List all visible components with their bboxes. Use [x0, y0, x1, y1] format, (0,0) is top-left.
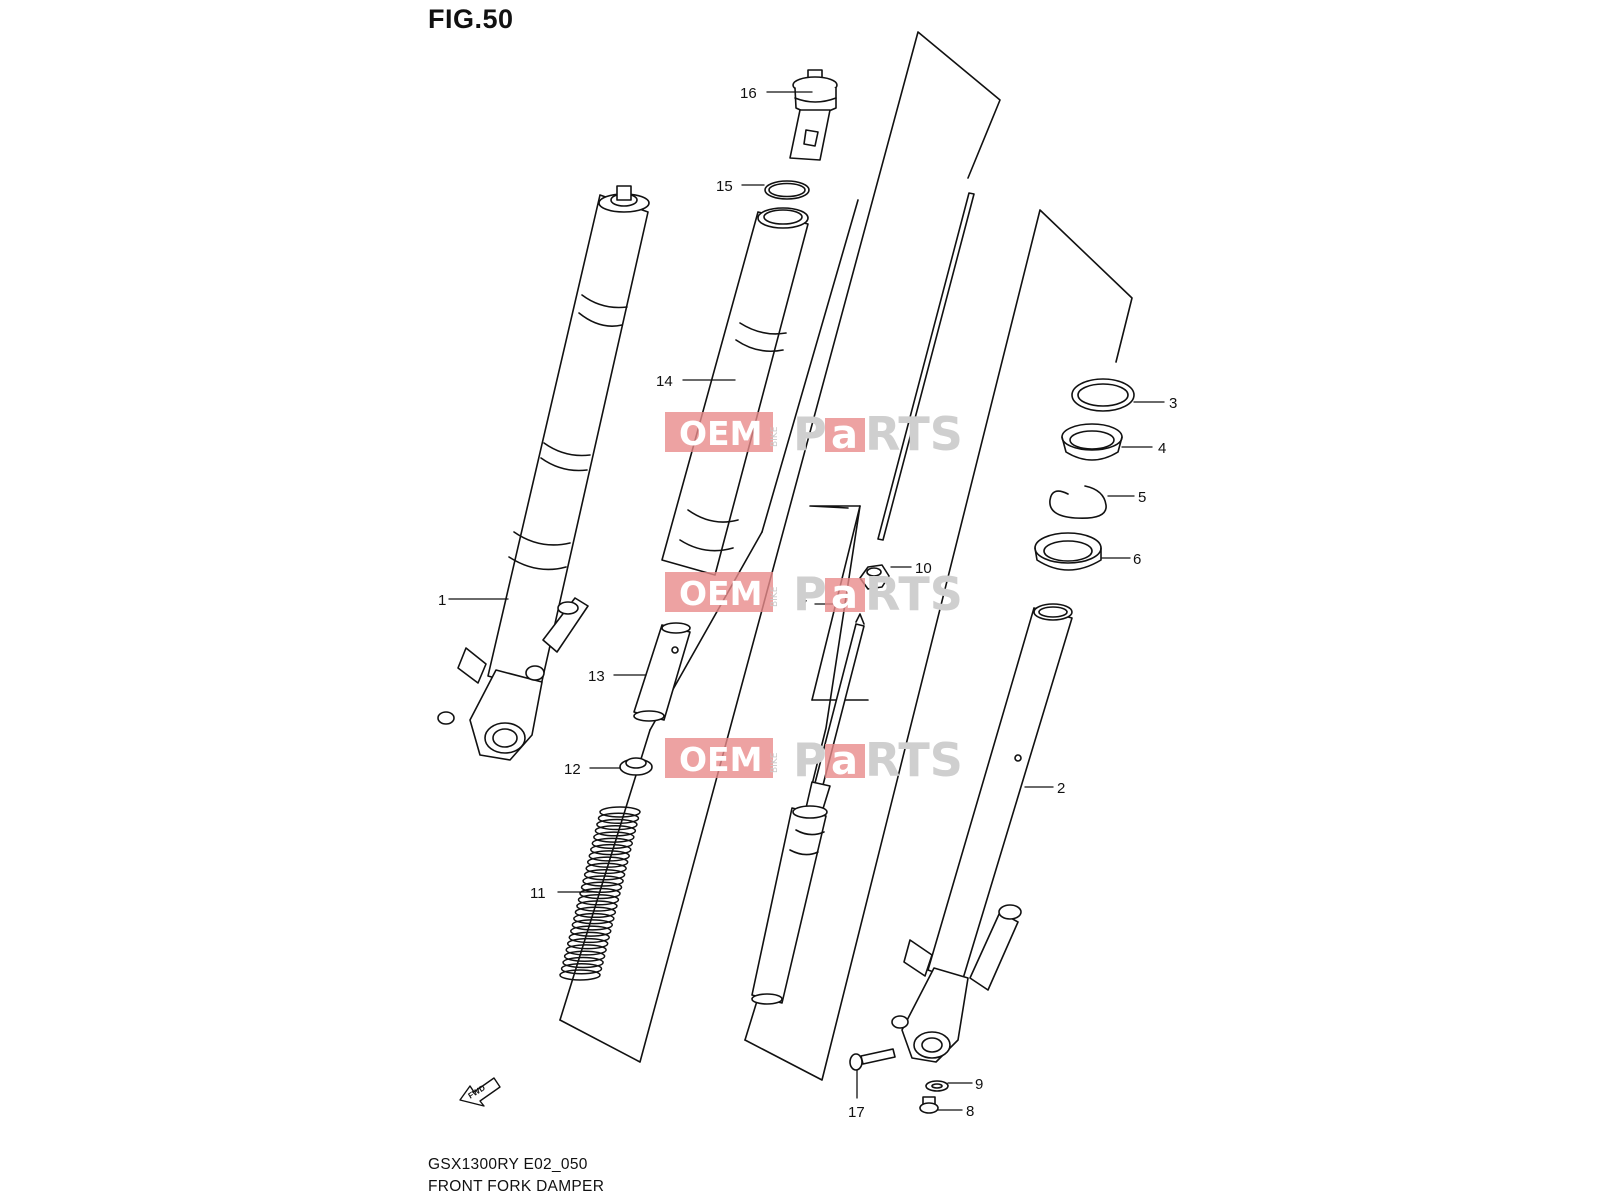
figure-caption: FRONT FORK DAMPER	[428, 1178, 605, 1195]
watermark-badge	[665, 738, 773, 778]
watermark: OEM BIKE P a RTS	[665, 733, 963, 787]
callout-5: 5	[1138, 489, 1146, 506]
part-16-cap-bolt	[789, 69, 838, 161]
callout-numbers: 16 15 14 1 13 12 11 7 10 3 4 5 6 2 17 9 …	[438, 85, 1177, 1121]
part-2-inner-tube	[891, 603, 1073, 1063]
part-4-dust-seal	[1061, 423, 1123, 461]
callout-14: 14	[656, 373, 673, 390]
spring-coil	[596, 818, 638, 831]
part-8-drain-bolt	[919, 1096, 939, 1114]
callout-16: 16	[740, 85, 757, 102]
watermark-a-badge	[825, 744, 865, 778]
watermark-p: P	[793, 733, 827, 787]
spring-coil	[579, 887, 621, 900]
part-14-outer-tube	[661, 207, 809, 576]
model-code: GSX1300RY E02_050	[428, 1156, 588, 1173]
watermark-p: P	[793, 407, 827, 461]
part-1-fork-leg-assembly	[437, 185, 650, 761]
figure-title: FIG.50	[428, 4, 514, 34]
spring-coil	[593, 831, 635, 843]
spring-coil	[590, 843, 632, 856]
callout-15: 15	[716, 178, 733, 195]
spring-coil	[597, 812, 640, 825]
watermark-oem: OEM	[679, 740, 762, 779]
spring-coil	[562, 956, 604, 969]
watermark-bike: BIKE	[770, 752, 780, 773]
spring-coil	[585, 862, 627, 875]
part-9-gasket	[925, 1080, 949, 1092]
watermark-a: a	[831, 572, 858, 618]
callout-1: 1	[438, 592, 446, 609]
spring-coil	[586, 856, 629, 868]
watermark-badge	[665, 412, 773, 452]
spring-coil	[583, 868, 626, 881]
watermark-oem: OEM	[679, 414, 762, 453]
spring-coil	[560, 962, 603, 975]
spring-coil	[574, 906, 617, 919]
spring-coil	[582, 875, 624, 887]
spring-coil	[571, 919, 614, 931]
part-5-stopper-ring	[1049, 485, 1107, 520]
spring-coil	[566, 937, 609, 950]
callout-3: 3	[1169, 395, 1177, 412]
watermark-p: P	[793, 567, 827, 621]
callout-6: 6	[1133, 551, 1141, 568]
watermark: OEM BIKE P a RTS	[665, 567, 963, 621]
callout-8: 8	[966, 1103, 974, 1120]
watermark-rts: RTS	[865, 567, 963, 621]
watermark-bike: BIKE	[770, 586, 780, 607]
callout-12: 12	[564, 761, 581, 778]
watermark-a-badge	[825, 578, 865, 612]
watermark-rts: RTS	[865, 407, 963, 461]
watermark: OEM BIKE P a RTS	[665, 407, 963, 461]
part-10-nut	[859, 564, 890, 590]
watermark-bike: BIKE	[770, 426, 780, 447]
callout-17: 17	[848, 1104, 865, 1121]
part-12-spring-seat	[619, 757, 653, 776]
watermark-a-badge	[825, 418, 865, 452]
spring-coil	[563, 950, 606, 962]
spring-coil	[591, 837, 634, 850]
spring-coil	[568, 931, 610, 944]
watermark-oem: OEM	[679, 574, 762, 613]
callout-2: 2	[1057, 780, 1065, 797]
watermark-rts: RTS	[865, 733, 963, 787]
spring-coil	[573, 912, 615, 925]
part-17-bolt	[849, 1048, 896, 1071]
spring-coil	[576, 900, 618, 912]
callout-13: 13	[588, 668, 605, 685]
spring-coil	[559, 969, 601, 981]
part-13-spacer	[633, 622, 691, 722]
spring-coil	[577, 894, 620, 906]
callout-9: 9	[975, 1076, 983, 1093]
callout-10: 10	[915, 560, 932, 577]
part-6-oil-seal	[1034, 532, 1102, 571]
spring-coil	[565, 944, 607, 956]
part-11-spring	[559, 806, 641, 981]
spring-coil	[588, 850, 630, 862]
watermark-a: a	[831, 412, 858, 458]
callout-11: 11	[530, 885, 546, 902]
spring-coil	[594, 825, 637, 837]
part-7-damper-rod	[751, 192, 975, 1005]
callout-4: 4	[1158, 440, 1166, 457]
forward-direction-arrow: FWD	[459, 1077, 501, 1107]
callout-7: 7	[799, 597, 807, 614]
watermark-badge	[665, 572, 773, 612]
spring-coil	[599, 806, 641, 818]
spring-coil	[580, 881, 623, 893]
spring-coil	[570, 925, 612, 937]
watermark-a: a	[831, 738, 858, 784]
